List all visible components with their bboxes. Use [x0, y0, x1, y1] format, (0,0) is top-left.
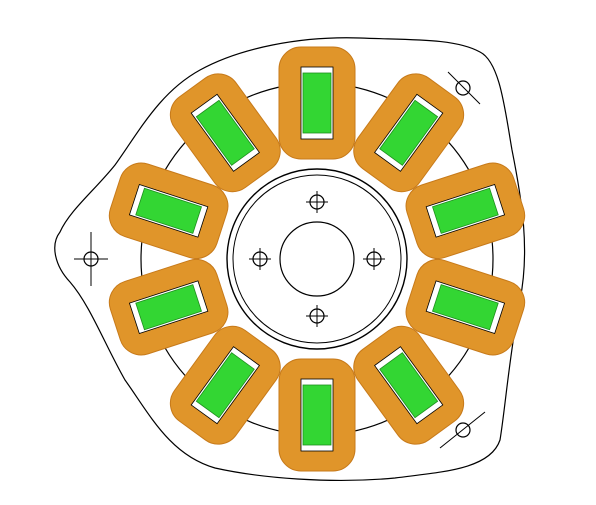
copper-conductor: [432, 284, 499, 331]
pole-8: [108, 258, 229, 356]
copper-conductor: [195, 352, 255, 419]
rotor-bolt-hole-1: [306, 191, 328, 213]
rotor-bolt-hole-4: [249, 248, 271, 270]
rotor-bolt-hole-2: [363, 248, 385, 270]
pole-3: [405, 162, 526, 260]
pole-5: [353, 325, 465, 445]
pole-6: [278, 358, 356, 472]
pole-1: [278, 46, 356, 160]
copper-conductor: [195, 99, 255, 166]
copper-conductor: [135, 187, 202, 234]
mounting-hole-left: [74, 232, 108, 286]
pole-10: [169, 73, 281, 193]
copper-conductor: [135, 284, 202, 331]
shaft-bore: [279, 221, 355, 297]
pole-2: [353, 73, 465, 193]
mounting-hole-bottom-right: [439, 411, 486, 449]
pole-7: [169, 325, 281, 445]
copper-conductor: [302, 72, 332, 134]
pole-4: [405, 258, 526, 356]
rotor-ring-inner: [232, 174, 402, 344]
rotor-ring-outer: [226, 168, 408, 350]
copper-conductor: [379, 99, 439, 166]
stator-poles: [108, 46, 526, 472]
copper-conductor: [302, 384, 332, 446]
pole-9: [108, 162, 229, 260]
mounting-hole-top-right: [447, 71, 481, 105]
rotor-bolt-hole-3: [306, 305, 328, 327]
copper-conductor: [379, 352, 439, 419]
housing-outline: [54, 37, 526, 481]
rotor-bolt-holes: [249, 191, 385, 327]
copper-conductor: [432, 187, 499, 234]
